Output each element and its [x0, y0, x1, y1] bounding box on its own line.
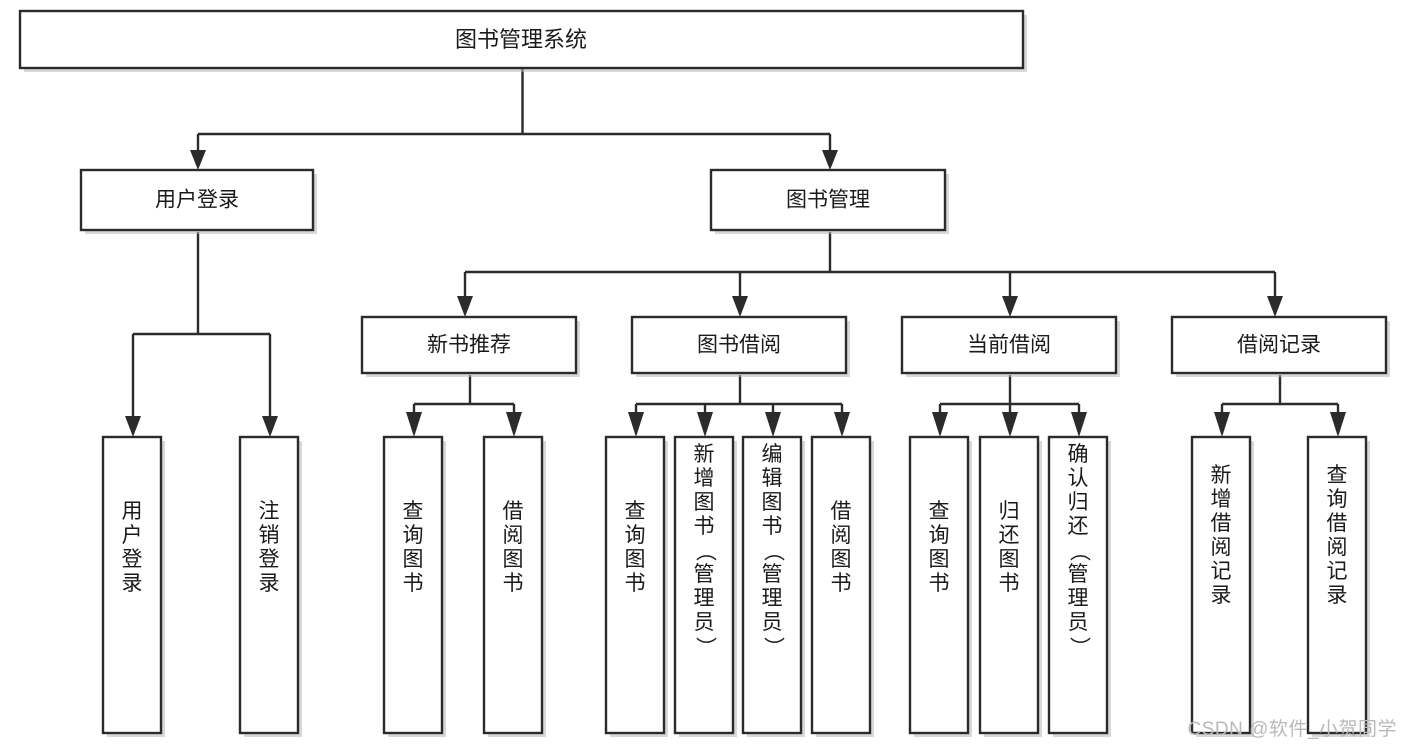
leaf-node-user-login[interactable]: [101, 435, 165, 737]
leaf-node-newbook-borrow[interactable]: [482, 435, 546, 737]
node-current-borrow[interactable]: 当前借阅: [900, 315, 1120, 377]
arrow-to-leaf-logout: [262, 416, 278, 437]
node-new-book-recommend[interactable]: 新书推荐: [360, 315, 580, 377]
node-book-management-label: 图书管理: [786, 189, 870, 212]
node-book-management[interactable]: 图书管理: [709, 168, 949, 234]
node-user-login-label: 用户登录: [155, 189, 239, 212]
leaf-node-borrow-edit[interactable]: [741, 435, 805, 737]
arrow-to-user-login: [190, 150, 206, 170]
arrow-to-leaf-current-confirm: [1071, 412, 1087, 437]
csdn-watermark: CSDN @软件_小贺同学: [1187, 719, 1397, 740]
leaf-node-current-confirm[interactable]: [1047, 435, 1111, 737]
leaf-node-borrow-query[interactable]: [604, 435, 668, 737]
arrow-to-leaf-record-add: [1214, 412, 1230, 437]
leaf-node-logout[interactable]: [238, 435, 302, 737]
arrow-to-book-mgmt: [822, 150, 838, 170]
arrow-to-leaf-newbook-borrow: [506, 412, 522, 437]
leaf-node-current-query[interactable]: [908, 435, 972, 737]
node-current-borrow-label: 当前借阅: [967, 334, 1051, 357]
connector-layer: [125, 68, 1346, 437]
node-user-login[interactable]: 用户登录: [79, 168, 317, 234]
arrow-to-leaf-newbook-query: [406, 412, 422, 437]
arrow-to-leaf-borrow-edit: [765, 412, 781, 437]
arrow-to-leaf-borrow-add: [697, 412, 713, 437]
node-root[interactable]: 图书管理系统: [18, 9, 1027, 72]
leaf-node-borrow-lend[interactable]: [810, 435, 874, 737]
arrow-to-current-borrow: [1002, 296, 1018, 317]
arrow-to-leaf-current-query: [932, 412, 948, 437]
node-book-borrow[interactable]: 图书借阅: [630, 315, 850, 377]
arrow-to-new-book: [457, 296, 473, 317]
arrow-to-leaf-record-query: [1330, 412, 1346, 437]
arrow-to-leaf-user-login: [125, 416, 141, 437]
arrow-to-leaf-borrow-query: [628, 412, 644, 437]
leaf-node-record-add[interactable]: [1190, 435, 1254, 737]
arrow-to-borrow-record: [1267, 296, 1283, 317]
arrow-to-leaf-borrow-lend: [834, 412, 850, 437]
leaf-node-current-return[interactable]: [978, 435, 1042, 737]
leaf-node-record-query[interactable]: [1306, 435, 1370, 737]
arrow-to-book-borrow: [732, 296, 748, 317]
node-book-borrow-label: 图书借阅: [697, 334, 781, 357]
node-new-book-recommend-label: 新书推荐: [427, 334, 511, 357]
node-borrow-record-label: 借阅记录: [1237, 334, 1321, 357]
node-borrow-record[interactable]: 借阅记录: [1170, 315, 1390, 377]
node-root-label: 图书管理系统: [455, 27, 587, 52]
leaf-node-borrow-add[interactable]: [673, 435, 737, 737]
leaf-node-newbook-query[interactable]: [382, 435, 446, 737]
arrow-to-leaf-current-return: [1002, 412, 1018, 437]
